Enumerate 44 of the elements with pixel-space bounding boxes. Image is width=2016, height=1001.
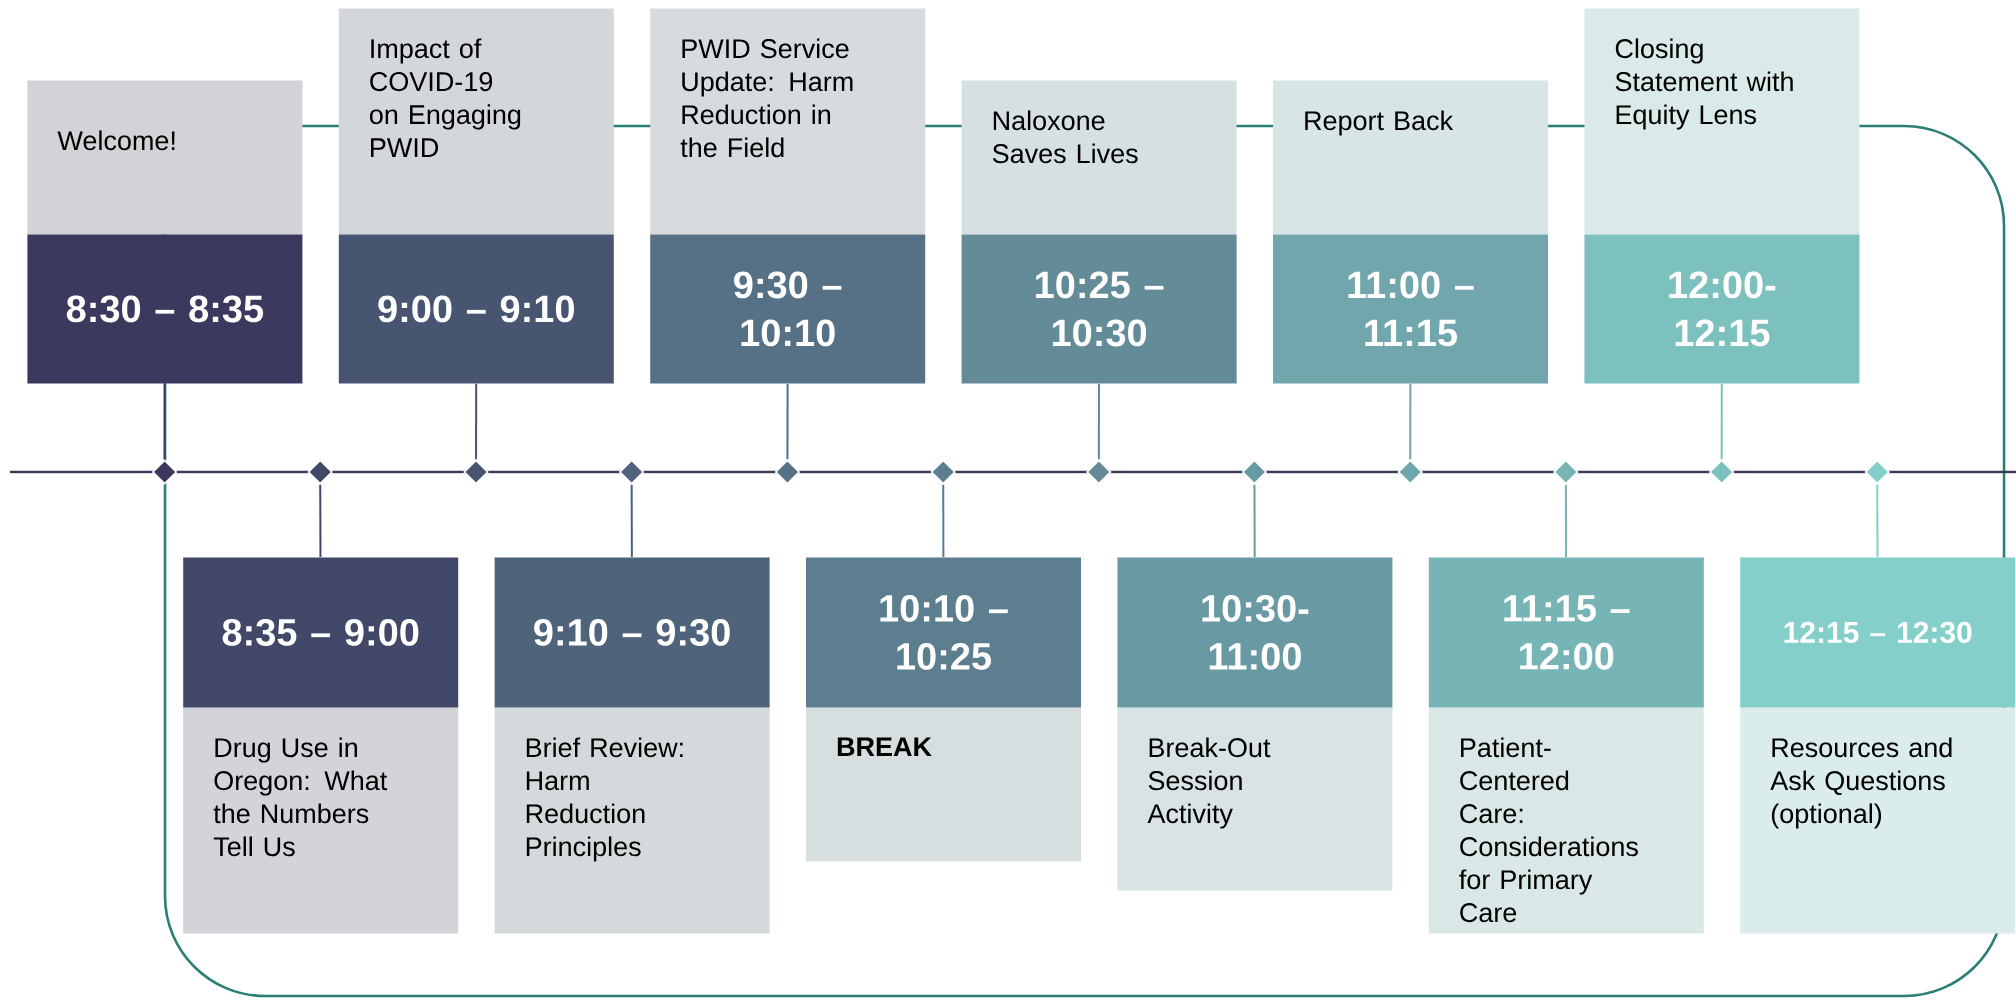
- stem-line: [786, 382, 789, 461]
- topic-box: Brief Review: Harm Reduction Principles: [494, 707, 770, 934]
- stem-line: [630, 483, 633, 558]
- stem-line: [319, 483, 322, 558]
- timeline-diamond: [1708, 459, 1735, 485]
- stem-line: [1876, 483, 1879, 558]
- topic-box: Closing Statement with Equity Lens: [1584, 8, 1860, 235]
- topic-box: Report Back: [1273, 80, 1548, 235]
- time-box: 9:30 – 10:10: [650, 234, 926, 384]
- topic-box: Welcome!: [27, 80, 303, 235]
- time-box: 10:10 – 10:25: [806, 557, 1081, 708]
- time-box: 8:35 – 9:00: [183, 557, 459, 708]
- time-box: 12:00- 12:15: [1584, 234, 1860, 384]
- time-box: 9:00 – 9:10: [338, 234, 614, 384]
- topic-box: PWID Service Update: Harm Reduction in the Field: [650, 8, 926, 235]
- topic-box: Naloxone Saves Lives: [961, 80, 1237, 235]
- time-box: 10:25 – 10:30: [961, 234, 1237, 384]
- time-box: 9:10 – 9:30: [494, 557, 770, 708]
- stem-line: [1409, 382, 1412, 461]
- timeline-diamond: [307, 459, 333, 485]
- topic-box: Resources and Ask Questions (optional): [1740, 707, 2016, 934]
- time-box: 10:30- 11:00: [1117, 557, 1393, 708]
- timeline-diamond: [151, 459, 178, 485]
- timeline-diamond: [1553, 459, 1579, 485]
- time-box: 8:30 – 8:35: [27, 234, 303, 384]
- timeline-diamond: [618, 459, 645, 485]
- timeline-diamond: [1086, 459, 1112, 485]
- time-box: 12:15 – 12:30: [1740, 557, 2016, 708]
- timeline-diamond: [463, 459, 489, 485]
- timeline-diamond: [930, 459, 956, 485]
- topic-box: Drug Use in Oregon: What the Numbers Tell Us: [183, 707, 459, 934]
- stem-line: [1564, 483, 1568, 558]
- stem-line: [1720, 382, 1723, 461]
- stem-line: [163, 382, 166, 461]
- stem-line: [475, 382, 478, 461]
- topic-box: Patient-Centered Care: Considerations for Primary Care: [1428, 707, 1704, 934]
- topic-box: BREAK: [806, 707, 1081, 862]
- time-box: 11:15 – 12:00: [1428, 557, 1704, 708]
- stem-line: [1253, 483, 1256, 558]
- stem-line: [1097, 382, 1100, 461]
- topic-box: Break-Out Session Activity: [1117, 707, 1393, 891]
- time-box: 11:00 – 11:15: [1273, 234, 1548, 384]
- topic-box: Impact of COVID-19 on Engaging PWID: [338, 8, 614, 235]
- stem-line: [942, 483, 945, 558]
